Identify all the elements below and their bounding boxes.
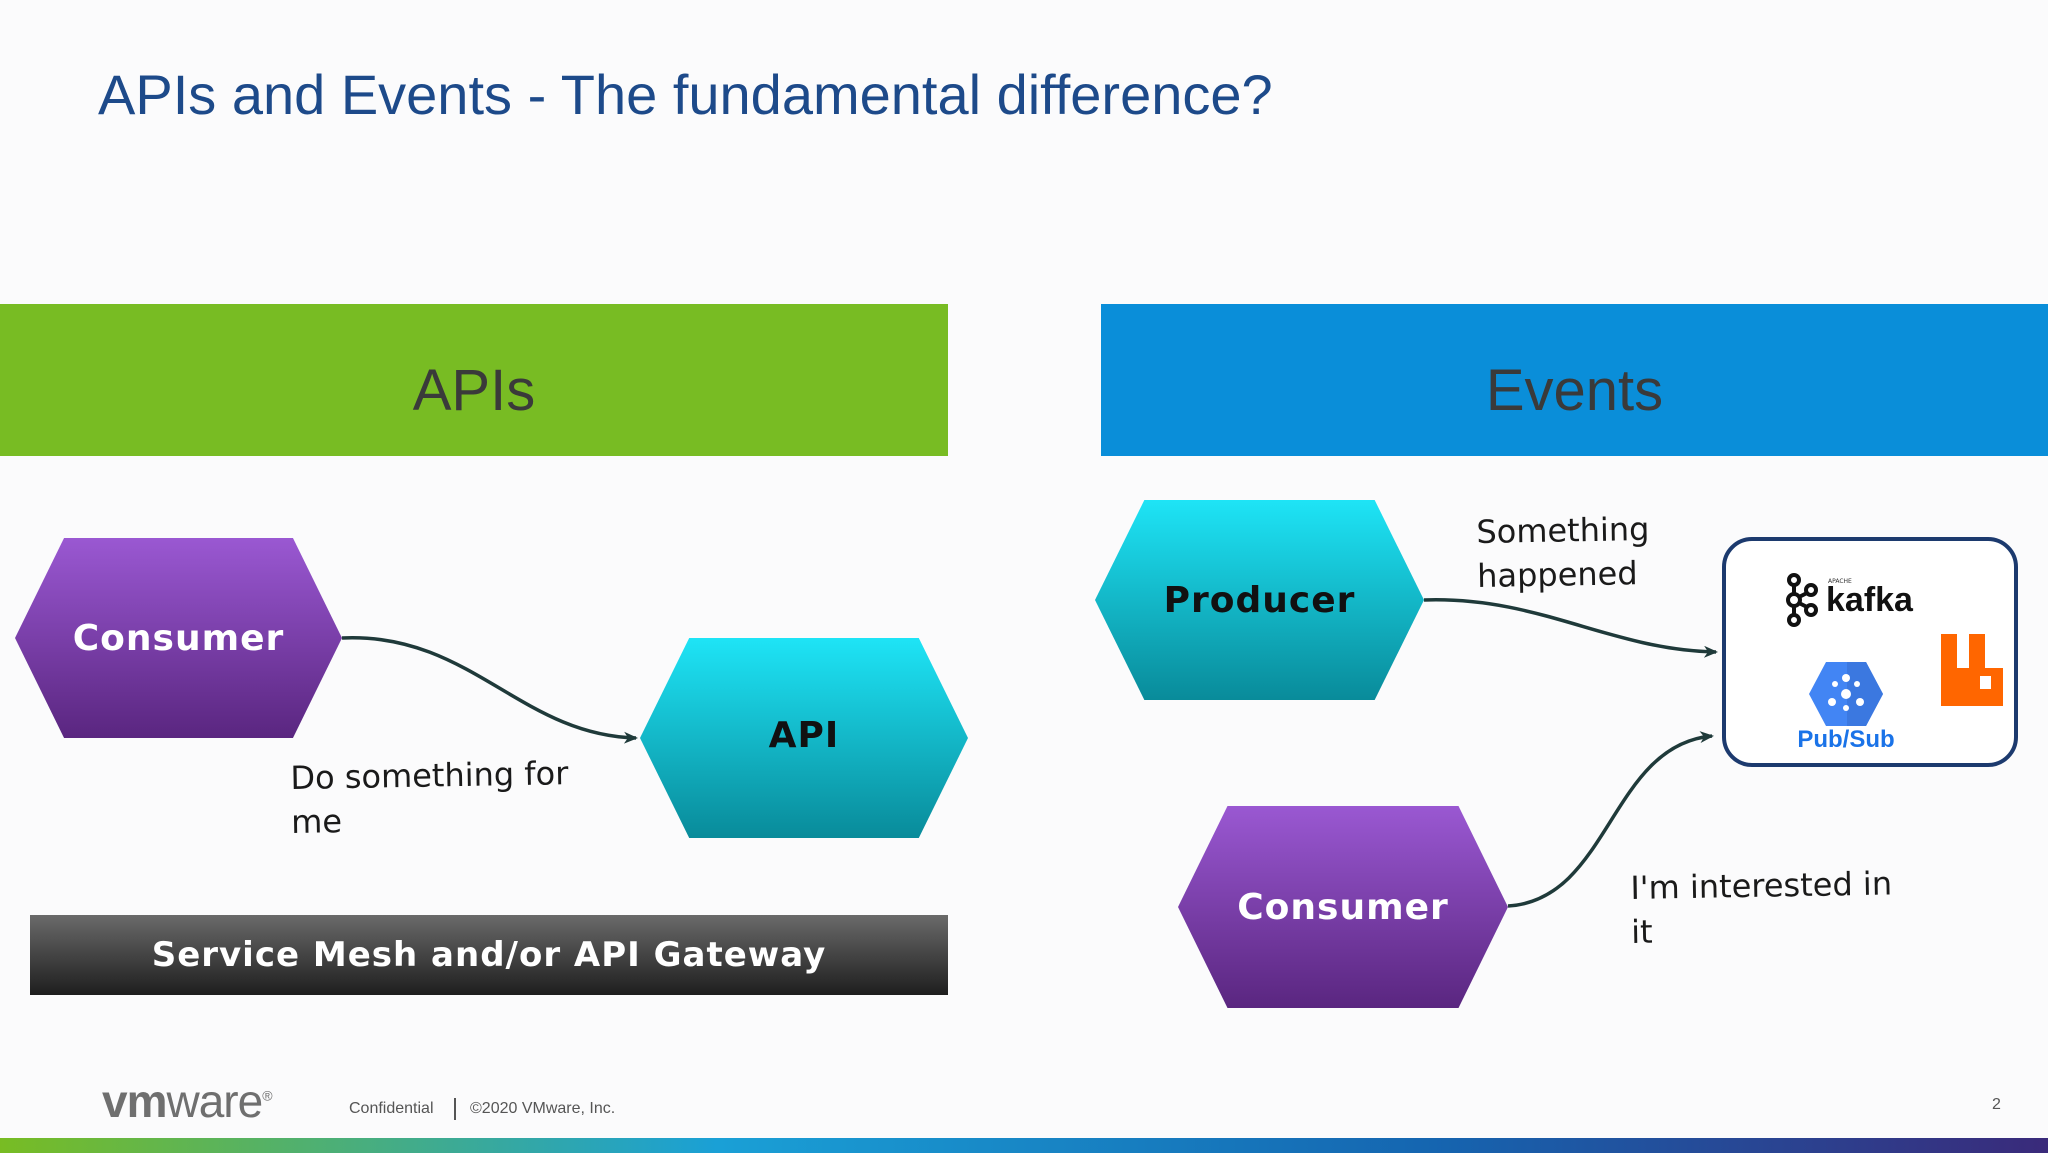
kafka-apache-label: APACHE bbox=[1828, 578, 1852, 585]
request-note-line-2: me bbox=[290, 802, 343, 841]
confidential-label: Confidential bbox=[349, 1100, 434, 1117]
kafka-logo: APACHE kafka bbox=[1778, 568, 1914, 632]
vmware-logo-reg: ® bbox=[262, 1087, 272, 1104]
producer-label: Producer bbox=[1163, 579, 1356, 621]
event-consumer-hexagon: Consumer bbox=[1178, 806, 1508, 1008]
slide-title: APIs and Events - The fundamental differ… bbox=[98, 63, 1273, 126]
request-note-line-1: Do something for bbox=[290, 754, 569, 797]
apis-header-band: APIs bbox=[0, 304, 948, 456]
event-consumer-label: Consumer bbox=[1237, 886, 1449, 928]
bottom-gradient-stripe bbox=[0, 1138, 2048, 1153]
pubsub-hex-icon bbox=[1809, 662, 1883, 726]
events-header-label: Events bbox=[1485, 357, 1664, 423]
rabbitmq-icon bbox=[1939, 631, 2005, 708]
service-mesh-bar: Service Mesh and/or API Gateway bbox=[30, 915, 948, 995]
consumer-hexagon: Consumer bbox=[15, 538, 342, 738]
page-number: 2 bbox=[1992, 1096, 2001, 1113]
kafka-wordmark: kafka bbox=[1826, 580, 1913, 619]
api-label: API bbox=[768, 714, 840, 756]
vmware-logo: vmware® bbox=[102, 1074, 273, 1128]
apis-header-label: APIs bbox=[412, 357, 536, 423]
pubsub-label: Pub/Sub bbox=[1797, 726, 1895, 753]
producer-note-line-2: happened bbox=[1476, 554, 1638, 595]
producer-hexagon: Producer bbox=[1095, 500, 1424, 700]
vmware-logo-vm: vm bbox=[102, 1075, 167, 1127]
subscribe-arrow bbox=[1507, 731, 1714, 908]
consumer-note-line-2: it bbox=[1630, 912, 1653, 951]
vmware-logo-ware: ware bbox=[166, 1075, 263, 1127]
footer-separator bbox=[454, 1098, 456, 1120]
api-hexagon: API bbox=[640, 638, 968, 838]
publish-arrow bbox=[1423, 598, 1718, 658]
kafka-logo-icon bbox=[1786, 573, 1818, 627]
request-note: Do something for me bbox=[290, 751, 569, 844]
producer-note: Something happened bbox=[1476, 507, 1651, 598]
consumer-note-line-1: I'm interested in bbox=[1630, 864, 1893, 907]
copyright-label: ©2020 VMware, Inc. bbox=[470, 1100, 616, 1117]
events-header-band: Events bbox=[1101, 304, 2048, 456]
consumer-label: Consumer bbox=[72, 617, 285, 659]
producer-note-line-1: Something bbox=[1476, 509, 1650, 551]
service-mesh-label: Service Mesh and/or API Gateway bbox=[151, 935, 827, 975]
request-arrow bbox=[341, 636, 638, 744]
consumer-note: I'm interested in it bbox=[1630, 861, 1893, 954]
